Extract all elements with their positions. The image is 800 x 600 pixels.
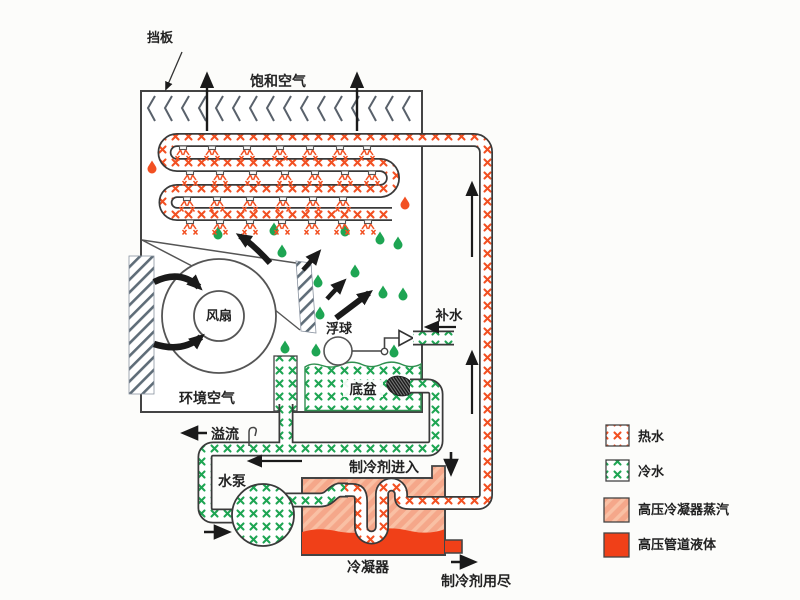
baffle-pointer-arrow: [165, 51, 183, 91]
legend-swatch-hot-water: [605, 424, 630, 447]
cold-pipes: [199, 332, 454, 522]
water-pump-label: 水泵: [218, 473, 246, 490]
baffle-label: 挡板: [147, 30, 174, 46]
legend-label-liquid: 高压管道液体: [638, 537, 717, 553]
hot-water-pipe: [159, 134, 492, 543]
overflow-label: 溢流: [211, 426, 239, 443]
float-ball: [323, 336, 353, 366]
legend: 热水 冷水 高压冷凝器蒸汽 高压管道液体: [603, 424, 729, 558]
float-ball-label: 浮球: [326, 321, 353, 337]
overflow-stub: [248, 426, 257, 446]
basin-label-backdrop: [343, 380, 383, 397]
refrigerant-in-label: 制冷剂进入: [349, 459, 419, 476]
condenser-label: 冷凝器: [347, 559, 390, 576]
makeup-water-label: 补水: [435, 307, 463, 324]
air-flow-arrow-2: [325, 278, 347, 301]
legend-label-hot-water: 热水: [638, 429, 665, 445]
basin-drain-pipe: [199, 380, 442, 522]
fan-label: 风扇: [206, 308, 232, 324]
legend-swatch-cold-water: [605, 459, 630, 482]
spray-zone: [147, 160, 410, 358]
legend-label-cold-water: 冷水: [638, 464, 665, 480]
refrigerant-out-label: 制冷剂用尽: [441, 573, 512, 590]
legend-swatch-liquid: [603, 532, 630, 558]
air-flow-arrow-large: [235, 233, 273, 265]
legend-swatch-vapor: [603, 497, 630, 523]
water-pump: [231, 483, 295, 547]
saturated-air-label: 饱和空气: [250, 73, 306, 90]
ambient-air-label: 环境空气: [179, 390, 235, 407]
basin-water-column: [273, 355, 298, 412]
fan-hub: [193, 290, 245, 342]
fan-section: [128, 239, 317, 395]
pump-discharge-pipe: [283, 484, 348, 506]
makeup-valve: [398, 329, 415, 347]
air-flow-arrow-1: [301, 249, 322, 272]
intake-air-arrow-upper: [152, 273, 203, 291]
intake-air-arrow-lower: [153, 333, 205, 351]
float-lever-pivot: [380, 347, 389, 356]
refrigerant-outlet-stub: [445, 539, 463, 554]
legend-label-vapor: 高压冷凝器蒸汽: [638, 502, 729, 518]
float-valve-link: [383, 337, 399, 349]
refrigerant-inlet-stub: [431, 465, 446, 479]
air-flow-arrow-3: [334, 289, 373, 321]
basin-label: 底盆: [350, 381, 377, 398]
air-intake-grille: [128, 255, 155, 395]
fan-duct-lower-line: [141, 239, 193, 267]
